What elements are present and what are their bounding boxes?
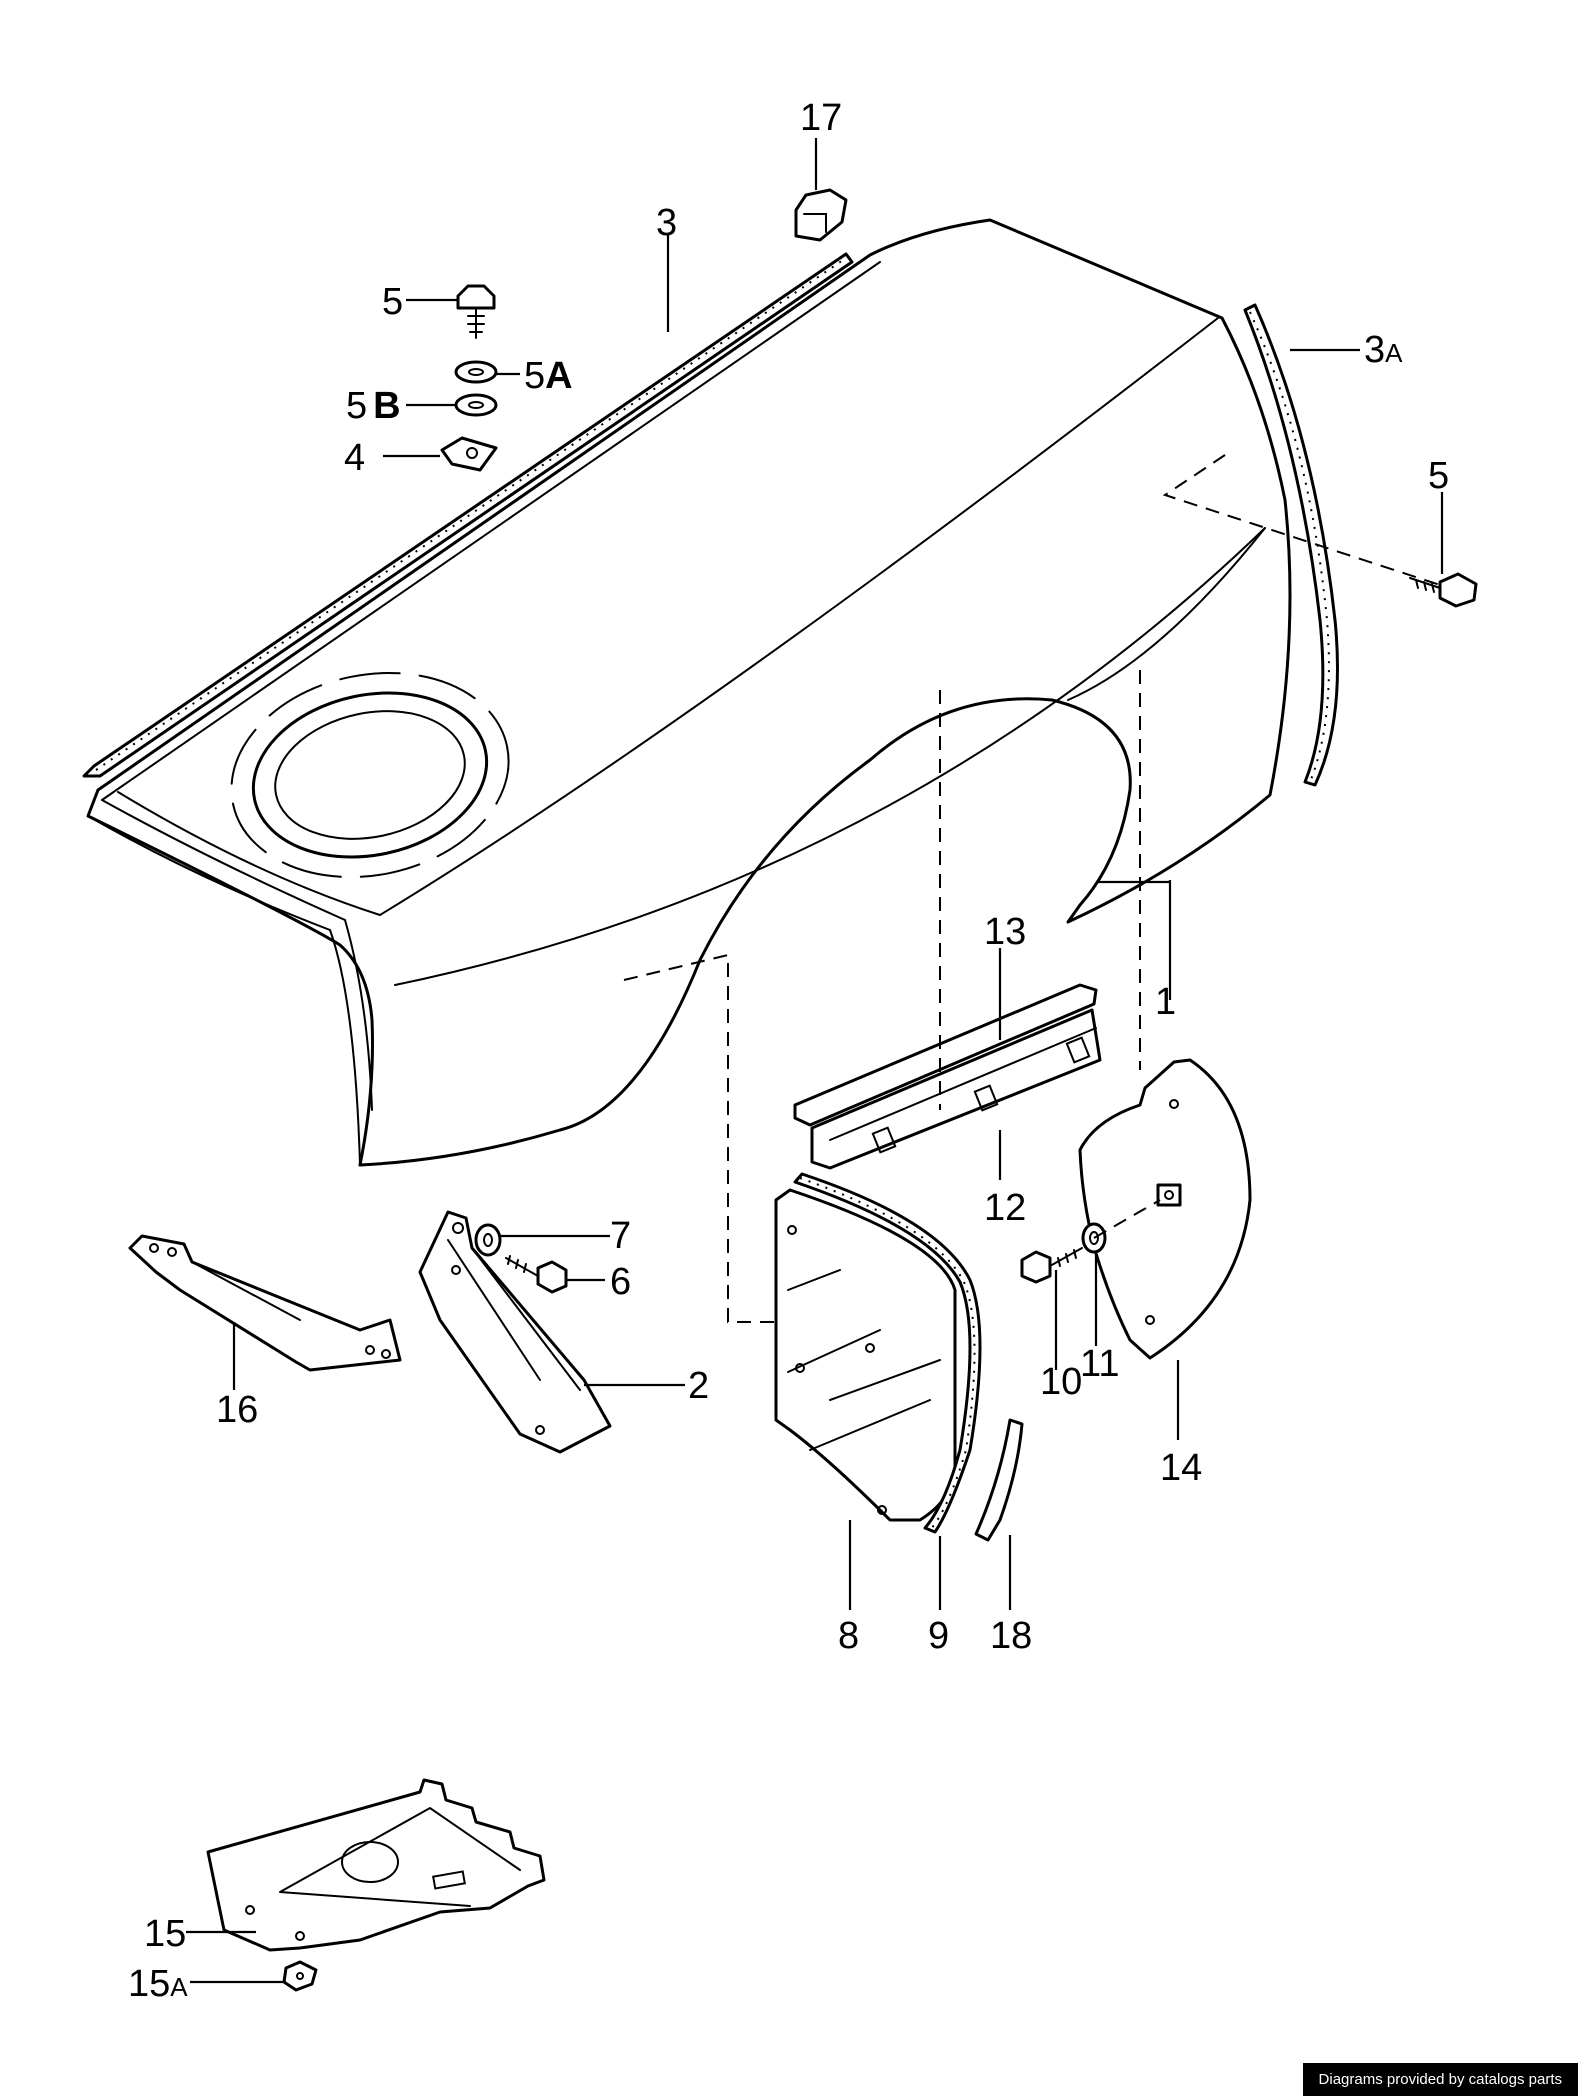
callout-5a-number: 5 (524, 355, 545, 397)
callout-14: 14 (1160, 1447, 1202, 1489)
part-14-splash-shield (1078, 1058, 1252, 1360)
part-15-underbody-plate (206, 1778, 546, 1952)
callout-18: 18 (990, 1615, 1032, 1657)
callout-16: 16 (216, 1389, 258, 1431)
callout-4: 4 (344, 437, 365, 479)
part-5b-washer (454, 393, 498, 417)
part-18-arch-strip (974, 1418, 1024, 1542)
callout-8: 8 (838, 1615, 859, 1657)
callout-5b-suffix: B (373, 385, 400, 427)
part-5b-washer-hole (468, 401, 484, 409)
callout-6: 6 (610, 1261, 631, 1303)
callout-9: 9 (928, 1615, 949, 1657)
callout-3a-number: 3 (1364, 329, 1385, 371)
part-15a-clip-nut (282, 1960, 318, 1992)
part-10-bolt (1020, 1247, 1083, 1284)
part-5-screw-right (1409, 572, 1478, 608)
callout-13: 13 (984, 911, 1026, 953)
callout-3: 3 (656, 202, 677, 244)
callout-17: 17 (800, 97, 842, 139)
callout-5b-number: 5 (346, 385, 367, 427)
callout-5-right: 5 (1428, 455, 1449, 497)
part-4-nut-clip (440, 436, 498, 472)
part-5-screw-top (456, 284, 496, 339)
part-7-washer (474, 1223, 502, 1257)
part-3-top-piping (82, 252, 854, 778)
callout-5a-suffix: A (545, 355, 572, 397)
part-1-fender (86, 218, 1292, 1167)
part-11-washer-hole (1089, 1231, 1099, 1245)
part-13-bracket-rail (793, 983, 1102, 1170)
callout-3a: 3A (1364, 329, 1403, 371)
callout-10: 10 (1040, 1361, 1082, 1403)
callout-12: 12 (984, 1187, 1026, 1229)
part-17-clip (794, 188, 848, 242)
part-5a-washer-hole (468, 368, 484, 376)
callout-5a: 5A (524, 355, 573, 397)
callout-5-top: 5 (382, 281, 403, 323)
part-6-bolt (505, 1255, 568, 1294)
callout-15a: 15A (128, 1963, 188, 2005)
part-7-washer-hole (483, 1233, 493, 1247)
assembly-lines (623, 454, 1441, 1323)
callout-1: 1 (1155, 981, 1176, 1023)
part-5a-washer (454, 360, 498, 384)
callout-3a-suffix: A (1385, 338, 1403, 368)
credit-badge: Diagrams provided by catalogs parts (1302, 2063, 1578, 2096)
callout-15: 15 (144, 1913, 186, 1955)
callout-2: 2 (688, 1365, 709, 1407)
part-9-arch-seal (793, 1172, 982, 1534)
callout-7: 7 (610, 1215, 631, 1257)
callout-15a-number: 15 (128, 1963, 170, 2005)
leader-lines (186, 138, 1444, 1984)
part-16-support-bracket (128, 1234, 402, 1372)
callout-11: 11 (1080, 1343, 1119, 1385)
part-2-mounting-bracket (418, 1210, 612, 1454)
callout-15a-suffix: A (170, 1972, 188, 2002)
